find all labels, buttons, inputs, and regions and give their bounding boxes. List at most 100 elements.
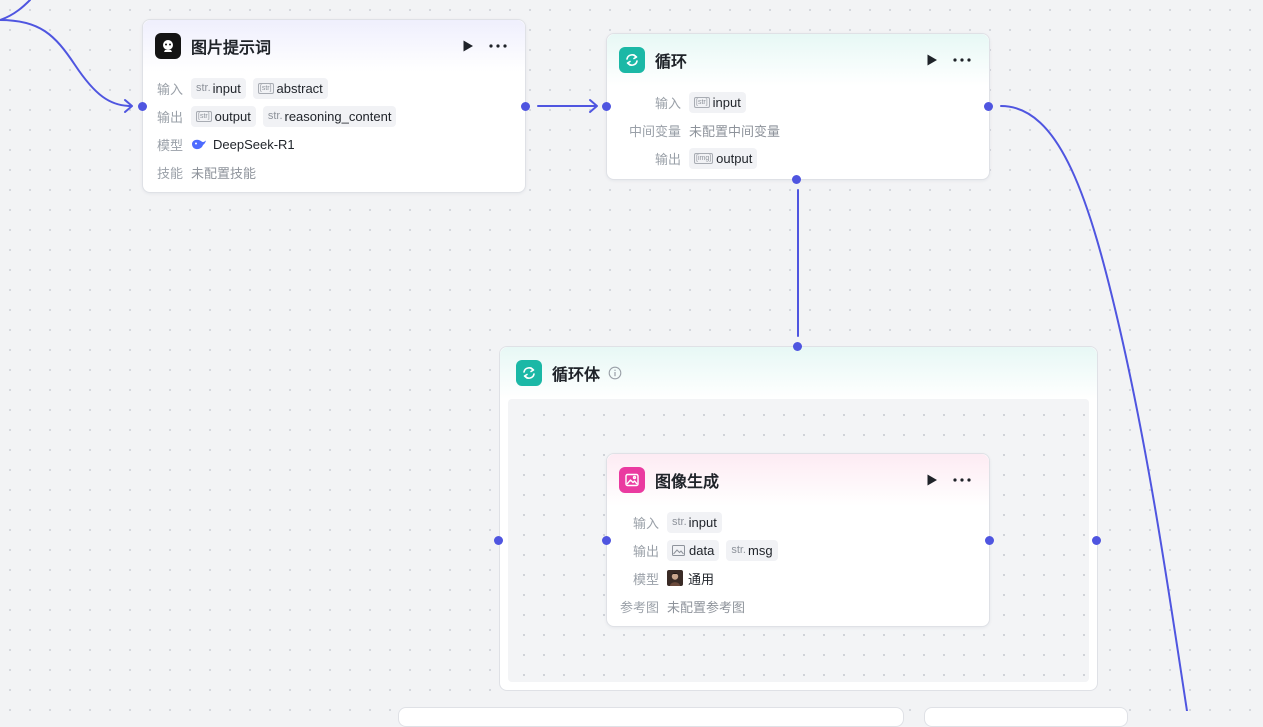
model-name: 通用: [688, 571, 715, 587]
deepseek-whale-icon: [192, 139, 206, 150]
var-name: reasoning_content: [284, 108, 392, 124]
loop-node[interactable]: 循环 输入 [str]input 中间变量 未配置中间变量 输出 [img]ou…: [606, 33, 990, 180]
more-icon: [953, 478, 971, 482]
more-icon: [953, 58, 971, 62]
prompt-output-tag[interactable]: [str]output: [191, 105, 256, 127]
prompt-run-button[interactable]: [457, 35, 479, 57]
play-icon: [927, 474, 937, 486]
loop-output-port[interactable]: [984, 102, 993, 111]
image-gen-node[interactable]: 图像生成 输入 str.input 输出 data str.msg 模型 通用: [606, 453, 990, 627]
output-label: 输出: [632, 543, 659, 559]
loop-body-header: 循环体: [500, 347, 1097, 399]
image-gen-input-tag[interactable]: str.input: [667, 511, 722, 533]
prompt-input-port[interactable]: [138, 102, 147, 111]
edge-incoming-upper: [0, 0, 31, 21]
info-icon[interactable]: [608, 366, 622, 380]
loop-body-left-port[interactable]: [494, 536, 503, 545]
type-label: [img]: [694, 152, 714, 164]
variable-label: 中间变量: [628, 123, 681, 139]
image-gen-input-port[interactable]: [602, 536, 611, 545]
model-name: DeepSeek-R1: [213, 136, 295, 152]
image-gen-output-row: 输出 data str.msg: [619, 536, 975, 564]
loop-node-header: 循环: [607, 34, 989, 86]
type-label: [str]: [257, 82, 274, 94]
play-icon: [463, 40, 473, 52]
loop-node-title: 循环: [655, 54, 688, 71]
prompt-model-row: 模型 DeepSeek-R1: [157, 130, 511, 158]
image-gen-input-row: 输入 str.input: [619, 508, 975, 536]
var-name: input: [712, 94, 741, 110]
model-avatar-icon: [667, 570, 683, 586]
prompt-input-tag[interactable]: str.input: [191, 77, 246, 99]
image-gen-more-button[interactable]: [949, 469, 975, 491]
loop-icon: [516, 360, 542, 386]
loop-input-row: 输入 [str]input: [621, 88, 975, 116]
prompt-node-header: 图片提示词: [143, 20, 525, 72]
loop-body-top-port[interactable]: [793, 342, 802, 351]
type-label: [str]: [196, 110, 212, 122]
loop-more-button[interactable]: [949, 49, 975, 71]
edge-incoming-to-prompt: [0, 19, 132, 107]
reference-label: 参考图: [619, 599, 659, 615]
prompt-input-row: 输入 str.input [str]abstract: [157, 74, 511, 102]
var-name: abstract: [276, 80, 323, 96]
bottom-node-right[interactable]: [924, 707, 1128, 727]
image-type-icon: [672, 544, 685, 556]
arrowhead-prompt: [124, 99, 133, 113]
image-gen-model-row: 模型 通用: [619, 564, 975, 592]
loop-run-button[interactable]: [921, 49, 943, 71]
edge-loop-to-next: [1000, 105, 1188, 711]
image-gen-model-value[interactable]: 通用: [667, 569, 714, 588]
var-name: input: [688, 514, 717, 530]
image-gen-title: 图像生成: [655, 474, 720, 491]
type-label: str.: [672, 516, 687, 528]
prompt-skill-value: 未配置技能: [191, 165, 257, 181]
output-label: 输出: [654, 151, 681, 167]
var-name: msg: [747, 542, 773, 558]
loop-output-tag[interactable]: [img]output: [689, 147, 758, 169]
bottom-node-left[interactable]: [398, 707, 904, 727]
prompt-abstract-tag[interactable]: [str]abstract: [252, 77, 328, 99]
type-label: str.: [731, 544, 746, 556]
prompt-output-row: 输出 [str]output str.reasoning_content: [157, 102, 511, 130]
image-gen-header: 图像生成: [607, 454, 989, 506]
model-label: 模型: [157, 137, 184, 153]
prompt-more-button[interactable]: [485, 35, 511, 57]
var-name: input: [212, 80, 241, 96]
image-gen-ref-value: 未配置参考图: [667, 599, 746, 615]
image-gen-msg-tag[interactable]: str.msg: [726, 539, 778, 561]
loop-input-port[interactable]: [602, 102, 611, 111]
prompt-model-value[interactable]: DeepSeek-R1: [191, 137, 295, 152]
type-label: str.: [196, 82, 211, 94]
type-label: [str]: [694, 96, 710, 108]
prompt-output-port[interactable]: [521, 102, 530, 111]
var-name: output: [716, 150, 753, 166]
loop-body-right-port[interactable]: [1092, 536, 1101, 545]
input-label: 输入: [654, 95, 681, 111]
loop-output-row: 输出 [img]output: [621, 144, 975, 172]
var-name: data: [689, 542, 715, 558]
loop-body-title: 循环体: [552, 367, 601, 384]
arrowhead-loop: [589, 99, 598, 113]
loop-variable-value: 未配置中间变量: [689, 123, 781, 139]
loop-input-tag[interactable]: [str]input: [689, 91, 746, 113]
prompt-node-title: 图片提示词: [191, 40, 272, 57]
more-icon: [489, 44, 507, 48]
prompt-skill-row: 技能 未配置技能: [157, 158, 511, 186]
image-gen-ref-row: 参考图 未配置参考图: [619, 592, 975, 620]
prompt-reasoning-tag[interactable]: str.reasoning_content: [262, 105, 397, 127]
loop-body-port[interactable]: [792, 175, 801, 184]
input-label: 输入: [632, 515, 659, 531]
image-gen-data-tag[interactable]: data: [667, 539, 720, 561]
loop-icon: [619, 47, 645, 73]
play-icon: [927, 54, 937, 66]
image-icon: [619, 467, 645, 493]
prompt-node[interactable]: 图片提示词 输入 str.input [str]abstract 输出 [str…: [142, 19, 526, 193]
type-label: str.: [267, 110, 283, 122]
output-label: 输出: [157, 109, 184, 125]
image-gen-run-button[interactable]: [921, 469, 943, 491]
loop-variable-row: 中间变量 未配置中间变量: [621, 116, 975, 144]
model-label: 模型: [632, 571, 659, 587]
skill-label: 技能: [157, 165, 184, 181]
image-gen-output-port[interactable]: [985, 536, 994, 545]
